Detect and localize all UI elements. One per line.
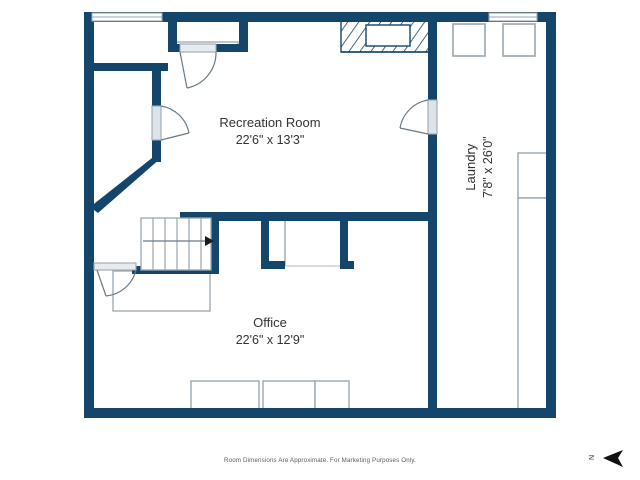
- windows-layer: [91, 12, 538, 22]
- exterior-wall-right: [546, 12, 556, 418]
- washer-fixture: [452, 23, 486, 57]
- chase-wall-top: [90, 63, 168, 71]
- alcove-wall-right: [340, 221, 348, 269]
- exterior-wall-left-lower: [84, 63, 94, 418]
- office-cabinet-center: [262, 380, 316, 413]
- laundry-counter: [517, 197, 551, 413]
- laundry-upper-cabinet: [517, 152, 551, 199]
- door-laundry: [399, 99, 438, 135]
- bulkhead-inner-box: [365, 24, 411, 47]
- north-indicator: N: [589, 448, 630, 472]
- alcove-sill-right: [340, 261, 354, 269]
- door-exterior-left: [93, 262, 137, 297]
- chase-wall-right-lower: [152, 134, 161, 162]
- closet-wall-left: [168, 22, 177, 44]
- north-letter-label: N: [589, 454, 597, 461]
- chase-wall-angled: [90, 158, 161, 213]
- exterior-wall-bottom: [84, 408, 556, 418]
- stair-wall-right: [210, 212, 219, 274]
- staircase: [140, 217, 214, 271]
- north-arrow-icon: [603, 450, 623, 467]
- doors-layer: [93, 43, 438, 297]
- office-cabinet-left: [190, 380, 260, 413]
- laundry-wall-lower: [428, 134, 437, 418]
- alcove-sill-left: [261, 261, 285, 269]
- disclaimer-text: Room Dimensions Are Approximate. For Mar…: [224, 457, 416, 464]
- door-closet: [179, 43, 217, 89]
- office-cabinet-right: [314, 380, 350, 413]
- chase-wall-right-upper: [152, 63, 161, 112]
- alcove-wall-left: [261, 221, 269, 269]
- fixtures-layer: [112, 23, 551, 413]
- dryer-fixture: [502, 23, 536, 57]
- laundry-wall-upper: [428, 22, 437, 100]
- interior-wall-divider: [180, 212, 428, 221]
- stair-direction-arrow: [205, 236, 214, 246]
- closet-wall-right: [239, 22, 248, 44]
- under-stair-storage: [112, 270, 211, 312]
- door-chase: [151, 105, 190, 141]
- exterior-wall-top: [84, 12, 556, 22]
- exterior-wall-left-upper: [84, 12, 94, 63]
